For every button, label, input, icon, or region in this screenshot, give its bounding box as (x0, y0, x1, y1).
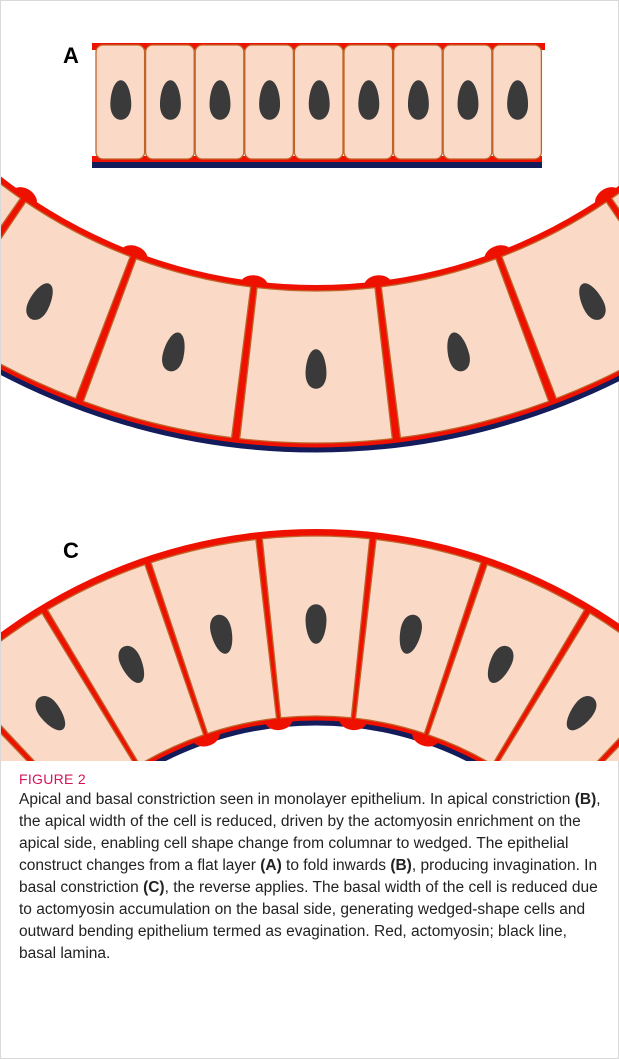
caption-title: FIGURE 2 (19, 771, 604, 787)
caption-panel-ref: (B) (575, 791, 597, 808)
panel-label-c: C (63, 538, 79, 563)
caption-segment: to fold inwards (282, 857, 391, 874)
figure-illustration: A B C (1, 1, 619, 761)
caption-panel-ref: (B) (390, 857, 412, 874)
figure-caption: FIGURE 2 Apical and basal constriction s… (19, 771, 604, 965)
caption-panel-ref: (A) (260, 857, 282, 874)
caption-text: Apical and basal constriction seen in mo… (19, 789, 604, 965)
caption-segment: Apical and basal constriction seen in mo… (19, 791, 575, 808)
panel-a-flat-epithelium (92, 43, 545, 168)
panel-c-basal-constriction (1, 529, 619, 761)
panel-label-a: A (63, 43, 79, 68)
basal-lamina-line (92, 162, 542, 168)
caption-panel-ref: (C) (143, 879, 165, 896)
